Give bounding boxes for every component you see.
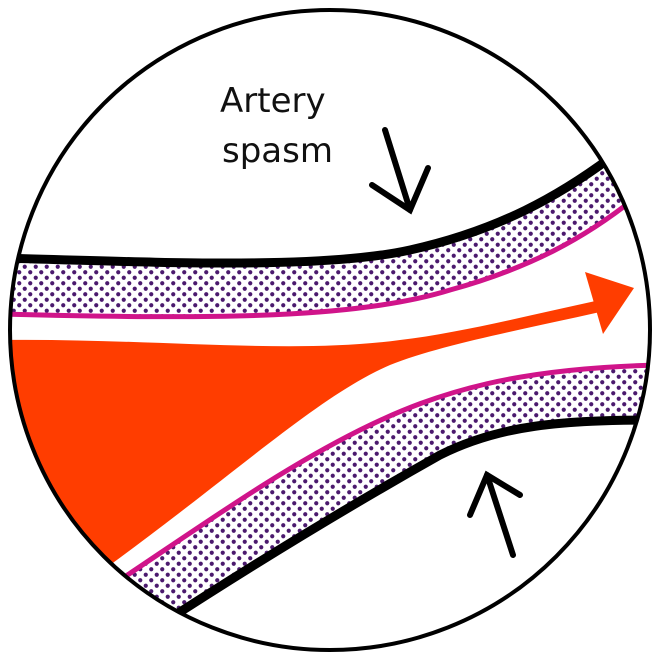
label-line-2: spasm xyxy=(222,131,333,171)
label-line-1: Artery xyxy=(220,81,326,121)
